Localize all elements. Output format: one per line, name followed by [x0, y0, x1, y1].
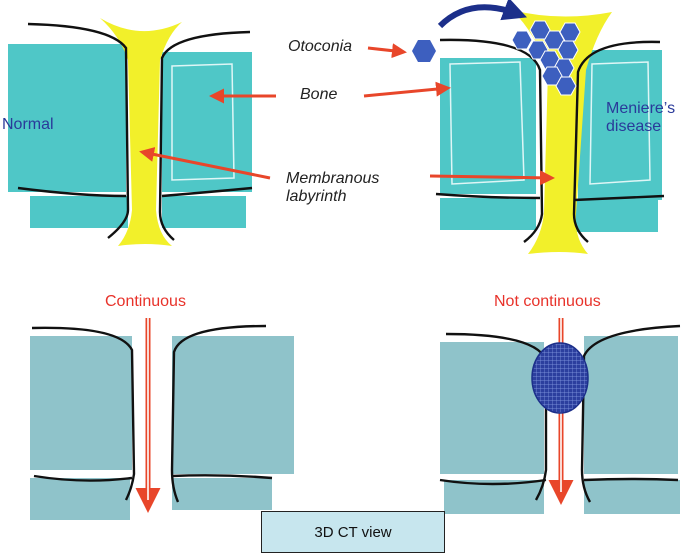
outline [583, 477, 679, 482]
outline [572, 40, 661, 243]
bone-block [162, 52, 252, 192]
meniere-diagram [435, 0, 665, 254]
membranous-labyrinth [100, 18, 182, 246]
normal-diagram [8, 18, 253, 246]
oval-mesh-icon [531, 342, 589, 414]
bone-block [162, 196, 246, 228]
otoconia-hexagon [559, 22, 581, 42]
bone-pointer-arrow-right [363, 81, 451, 98]
bone-block [440, 198, 536, 230]
meniere-label: Meniere’s disease [606, 100, 675, 137]
meniere-label-line2: disease [606, 118, 662, 136]
outline [33, 474, 133, 482]
bone-block [584, 480, 680, 514]
otoconia-hexagon [529, 20, 551, 40]
membranous-pointer-arrow-right [429, 170, 555, 186]
bone-block [30, 478, 130, 520]
bone-inner-outline [171, 63, 235, 181]
outline [170, 324, 267, 503]
membranous-label-line1: Membranous [286, 170, 380, 187]
membranous-labyrinth [512, 10, 612, 254]
bone-block [172, 336, 294, 474]
bone-block [572, 200, 658, 232]
otoconia-label: Otoconia [288, 38, 353, 55]
bone-block [172, 478, 272, 510]
bone-inner-outline [589, 61, 651, 185]
not-continuous-diagram [439, 318, 681, 514]
bone-block [584, 336, 678, 474]
continuous-label: Continuous [105, 293, 186, 310]
meniere-label-line1: Meniere’s [606, 100, 676, 117]
outline [580, 324, 681, 503]
bone-block [8, 44, 126, 192]
otoconia-cluster [511, 20, 581, 96]
membranous-pointer-arrow-left [139, 147, 271, 180]
outline [158, 30, 251, 241]
bone-label: Bone [300, 86, 338, 103]
outline [439, 38, 544, 243]
membranous-label-line2: labyrinth [286, 188, 347, 206]
not-continuous-label: Not continuous [494, 293, 601, 310]
ct-view-label: 3D CT view [314, 523, 392, 541]
migration-arrow [437, 0, 527, 29]
outline [439, 478, 547, 486]
bone-block [440, 342, 544, 474]
outline [171, 474, 273, 480]
bone-block [30, 336, 132, 470]
hexagon-icon [412, 40, 436, 62]
bone-block [444, 480, 544, 514]
outline [31, 326, 136, 501]
normal-label: Normal [2, 116, 54, 133]
outline [573, 194, 665, 202]
membranous-labyrinth-label: Membranous labyrinth [286, 170, 379, 207]
bone-inner-outline [449, 61, 525, 185]
bone-block [30, 196, 128, 228]
otoconia-hexagon [541, 66, 563, 86]
continuous-diagram [30, 318, 294, 520]
outline [161, 186, 253, 198]
outline [27, 22, 130, 239]
otoconia-hexagon [557, 40, 579, 60]
otoconia-hexagon [511, 30, 533, 50]
otoconia-hexagon [555, 76, 577, 96]
otoconia-pointer-arrow [367, 43, 407, 59]
ct-view-caption-box: 3D CT view [261, 511, 445, 553]
outline [435, 192, 541, 200]
outline [17, 186, 127, 198]
